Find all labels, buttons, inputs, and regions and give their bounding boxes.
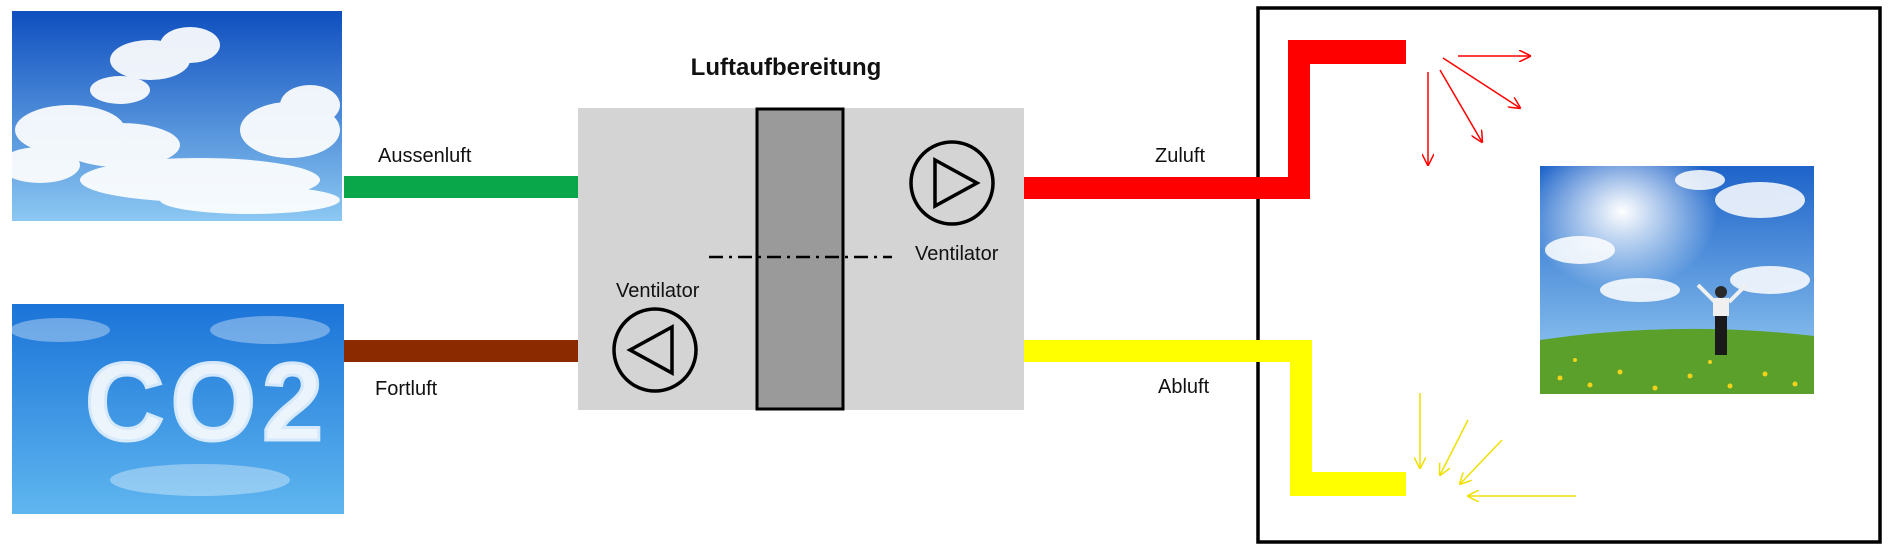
extract-air-arrows bbox=[1420, 393, 1576, 496]
zuluft-duct bbox=[1024, 40, 1406, 199]
sky-photo bbox=[0, 11, 342, 221]
unit-title: Luftaufbereitung bbox=[691, 54, 882, 81]
co2-cloud-photo: CO2 bbox=[10, 304, 344, 514]
co2-cloud-text: CO2 bbox=[85, 341, 329, 464]
zuluft-label: Zuluft bbox=[1155, 145, 1205, 167]
aussenluft-duct bbox=[344, 176, 578, 198]
exhaust-fan-label: Ventilator bbox=[616, 280, 700, 302]
aussenluft-label: Aussenluft bbox=[378, 145, 472, 167]
fortluft-duct bbox=[344, 340, 578, 362]
exhaust-fan-icon bbox=[612, 307, 698, 393]
person-figure bbox=[1696, 283, 1748, 355]
supply-fan-label: Ventilator bbox=[915, 243, 999, 265]
person-meadow-photo bbox=[1540, 166, 1814, 394]
fortluft-label: Fortluft bbox=[375, 378, 438, 400]
abluft-duct bbox=[1024, 340, 1406, 496]
room-frame bbox=[1256, 6, 1882, 544]
heat-exchanger bbox=[755, 107, 845, 411]
abluft-label: Abluft bbox=[1158, 376, 1210, 398]
supply-air-arrows bbox=[1428, 56, 1530, 165]
supply-fan-icon bbox=[909, 140, 995, 226]
